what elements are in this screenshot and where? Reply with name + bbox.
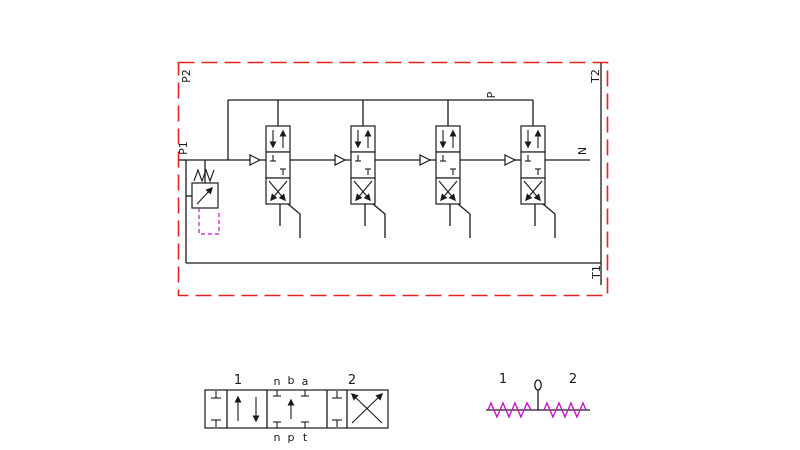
relief-valve <box>186 160 220 235</box>
port-label-p2: P2 <box>180 69 193 83</box>
lever-spring-symbol: 1 2 <box>486 372 590 419</box>
spring-left-icon <box>487 401 532 419</box>
valve-section-2 <box>335 100 385 238</box>
lever-pos-1-label: 1 <box>499 372 507 387</box>
valve-section-4 <box>505 100 555 238</box>
port-label-p1: P1 <box>177 141 190 155</box>
spool-pos-1-label: 1 <box>234 373 242 388</box>
relief-arrow <box>196 186 213 205</box>
spool-port-b-top: b <box>288 374 295 387</box>
port-labels: P2 T2 P1 P N T1 <box>177 69 603 280</box>
spool-port-n-top: n <box>274 375 281 388</box>
spool-position-symbol: 1 2 n b a n p t <box>204 373 389 444</box>
lever-pos-2-label: 2 <box>569 372 577 387</box>
cross-arrow-icon <box>350 393 383 424</box>
port-label-t2: T2 <box>589 69 602 84</box>
valve-sections <box>250 100 555 238</box>
port-label-p: P <box>485 91 498 98</box>
spool-port-p-bottom: p <box>288 431 295 444</box>
valve-body-boundary <box>177 61 609 297</box>
spool-port-a-top: a <box>302 375 309 388</box>
port-label-n: N <box>576 147 589 155</box>
spool-pos-2-label: 2 <box>348 373 356 388</box>
valve-section-3 <box>420 100 470 238</box>
port-label-t1: T1 <box>590 265 603 280</box>
spool-port-t-bottom: t <box>303 431 308 444</box>
lever-eye-icon <box>534 379 542 391</box>
valve-section-1 <box>250 100 300 238</box>
pilot-line <box>198 208 220 235</box>
spool-port-n-bottom: n <box>274 431 281 444</box>
relief-spring-icon <box>193 168 215 183</box>
spring-right-icon <box>543 401 587 419</box>
